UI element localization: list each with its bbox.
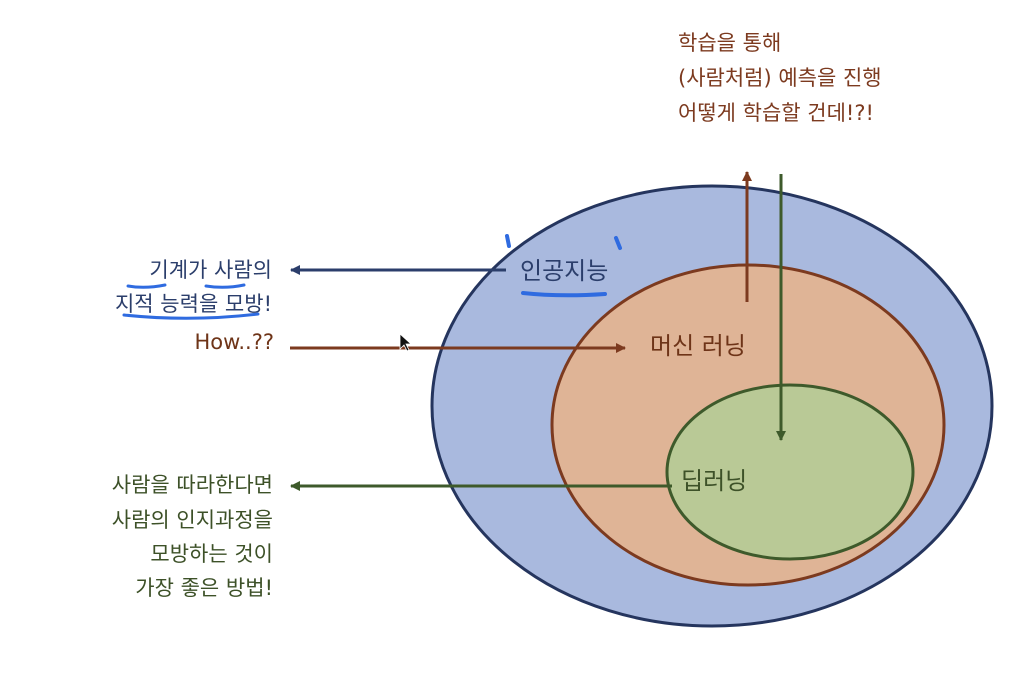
note-ai-underline-3 <box>122 312 260 320</box>
mouse-cursor-icon <box>399 333 413 352</box>
note-top-line-1: 학습을 통해 <box>678 31 781 55</box>
ai-label-underline <box>521 291 607 298</box>
note-ml-line-1: How..?? <box>194 330 274 354</box>
note-top-line-3: 어떻게 학습할 건데!?! <box>678 101 874 125</box>
note-ai-underline-1 <box>126 283 167 289</box>
highlight-tick-left <box>505 234 511 248</box>
note-ai-line-1: 기계가 사람의 <box>149 258 272 282</box>
dl-label: 딥러닝 <box>681 467 747 495</box>
note-dl-line-1: 사람을 따라한다면 <box>112 473 273 497</box>
dl-ellipse <box>665 383 915 561</box>
note-dl-line-4: 가장 좋은 방법! <box>135 576 273 600</box>
note-ai-underline-2 <box>204 283 246 289</box>
note-ai-line-2: 지적 능력을 모방! <box>115 292 272 316</box>
highlight-tick-right <box>614 236 622 250</box>
ai-label: 인공지능 <box>520 257 608 285</box>
ml-label: 머신 러닝 <box>650 332 746 360</box>
note-dl-line-3: 모방하는 것이 <box>150 542 273 566</box>
note-dl-line-2: 사람의 인지과정을 <box>112 508 273 532</box>
note-top-line-2: (사람처럼) 예측을 진행 <box>678 66 882 90</box>
